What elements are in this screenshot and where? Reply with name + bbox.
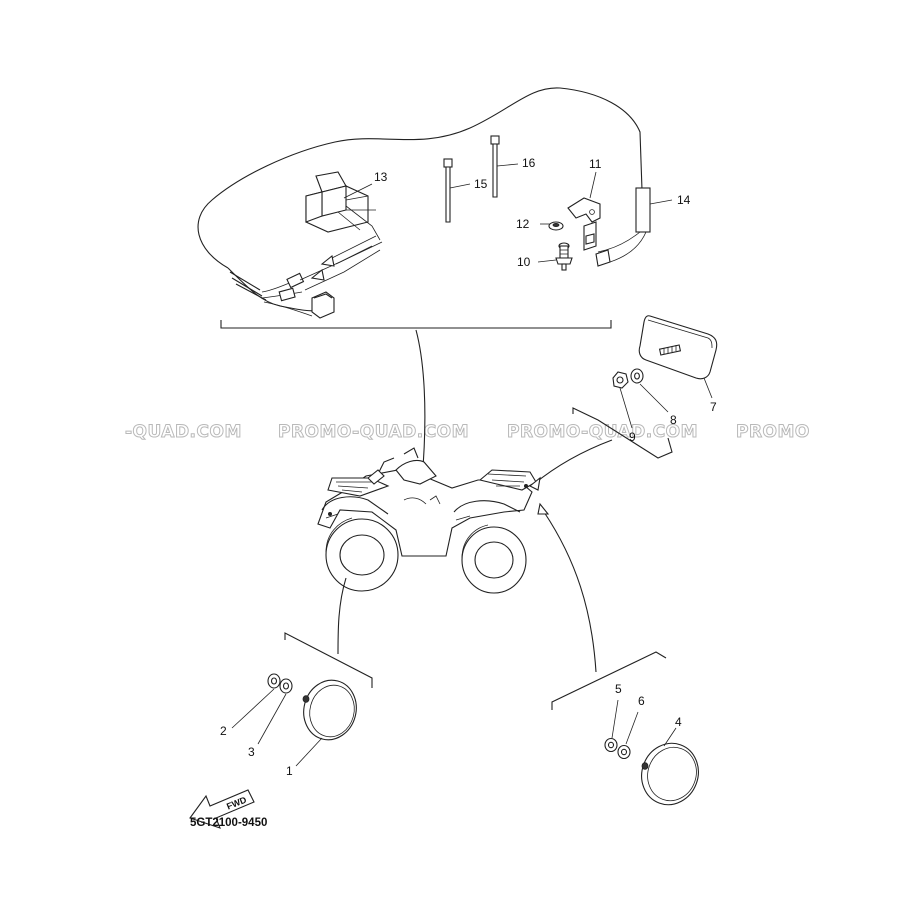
callout-3: 3 <box>248 745 255 759</box>
watermark-text-4: PROMO <box>736 422 810 442</box>
washer-5 <box>604 737 618 753</box>
callout-14: 14 <box>677 193 691 207</box>
callout-labels: 1 2 3 4 5 6 7 8 9 10 11 12 13 14 15 16 <box>220 156 717 778</box>
callout-16: 16 <box>522 156 536 170</box>
nut-3 <box>279 678 293 694</box>
reflector-7 <box>638 315 718 380</box>
forward-arrow-icon: FWD <box>189 789 255 829</box>
nut-9 <box>612 371 629 389</box>
callout-11: 11 <box>589 157 602 171</box>
callout-7: 7 <box>710 400 717 414</box>
relay-13 <box>305 171 381 241</box>
callout-2: 2 <box>220 724 227 738</box>
callout-15: 15 <box>474 177 488 191</box>
callout-5: 5 <box>615 682 622 696</box>
callout-6: 6 <box>638 694 645 708</box>
watermark-text-1: -QUAD.COM <box>125 422 242 442</box>
callout-9: 9 <box>629 430 636 444</box>
atv-illustration <box>317 447 537 594</box>
callout-12: 12 <box>516 217 530 231</box>
cable-tie-15 <box>443 158 453 223</box>
harness-bundle <box>229 271 267 301</box>
washer-12 <box>548 221 564 231</box>
callout-1: 1 <box>286 764 293 778</box>
callout-10: 10 <box>517 255 531 269</box>
cable-tie-16 <box>490 135 500 198</box>
bolt-10 <box>555 242 573 271</box>
watermark-text-2: PROMO-QUAD.COM <box>278 422 469 442</box>
wire-harness-group <box>197 87 673 481</box>
washer-2 <box>267 673 281 689</box>
callout-8: 8 <box>670 413 677 427</box>
harness-outline <box>197 87 643 269</box>
callout-13: 13 <box>374 170 388 184</box>
reflector-1 <box>302 679 357 741</box>
diagram-code: 5GT2100-9450 <box>190 817 267 829</box>
nut-6 <box>617 744 631 760</box>
sub-harness-14 <box>595 187 651 267</box>
bracket-11 <box>567 197 601 251</box>
callout-4: 4 <box>675 715 682 729</box>
harness-group-bracket <box>220 320 612 329</box>
reflector-4 <box>641 742 699 806</box>
watermark: -QUAD.COM PROMO-QUAD.COM PROMO-QUAD.COM … <box>125 422 810 443</box>
washer-8 <box>630 368 644 384</box>
watermark-text-3: PROMO-QUAD.COM <box>507 422 698 442</box>
